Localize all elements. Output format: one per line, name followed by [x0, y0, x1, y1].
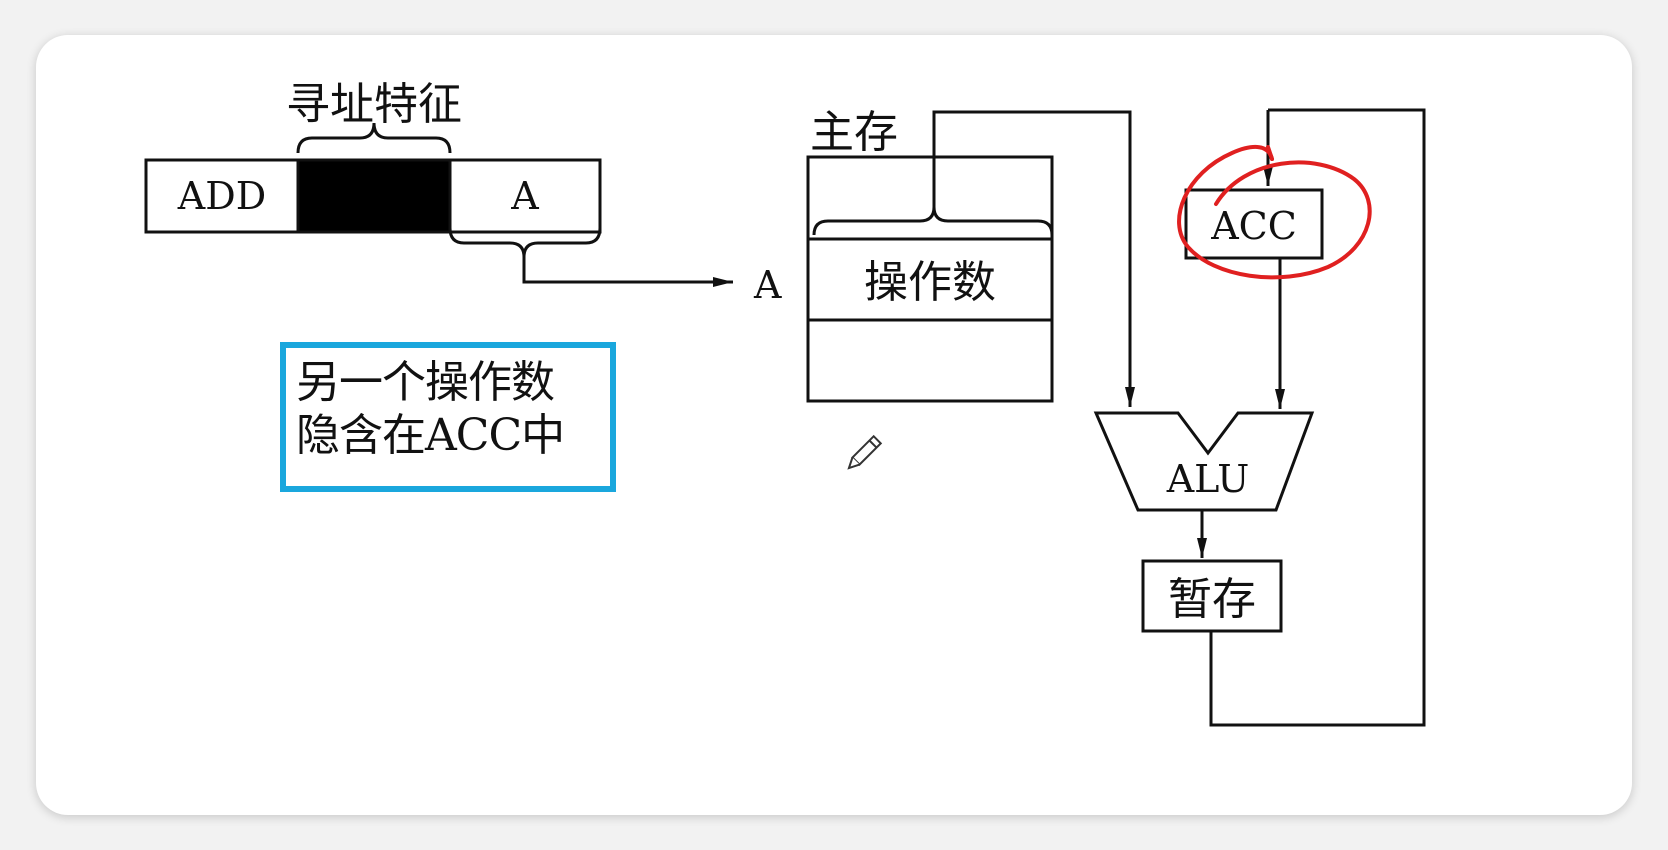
memory-brace — [812, 206, 1054, 236]
opcode-label: ADD — [177, 174, 266, 218]
temp-label: 暂存 — [1168, 574, 1256, 625]
slide-card: ADD A 寻址特征 A 主存 操作数 ACC ALU 暂存 — [36, 35, 1632, 815]
addressing-brace — [296, 122, 452, 154]
memory-box — [806, 155, 1054, 403]
pencil-icon — [847, 434, 883, 470]
alu-label: ALU — [1166, 457, 1250, 501]
cpu-datapath — [1093, 108, 1426, 727]
main-memory — [806, 110, 1135, 407]
instruction-format — [144, 122, 733, 287]
note-line-1: 另一个操作数 — [296, 357, 555, 408]
acc-highlight-circle — [1177, 145, 1372, 280]
implicit-addressing-diagram: ADD A 寻址特征 A 主存 操作数 ACC ALU 暂存 — [144, 79, 1426, 727]
red-circle-stroke — [1177, 145, 1372, 280]
temp-register — [1141, 559, 1283, 633]
alu-unit — [1093, 411, 1315, 512]
addressing-mode-field — [296, 158, 452, 234]
memory-to-alu-line — [932, 110, 1135, 407]
red-circle-tail — [1266, 145, 1274, 161]
memory-address-label: A — [753, 263, 782, 307]
feedback-line — [1209, 108, 1426, 727]
operand-cell-label: 操作数 — [864, 257, 996, 308]
acc-label: ACC — [1210, 204, 1297, 248]
note-line-2: 隐含在ACC中 — [296, 410, 565, 461]
note-box: 另一个操作数 隐含在ACC中 — [280, 342, 616, 492]
memory-title: 主存 — [810, 107, 898, 158]
acc-register — [1184, 188, 1324, 260]
address-field — [448, 158, 602, 234]
addressing-mode-label: 寻址特征 — [286, 79, 462, 130]
address-arrow — [522, 257, 733, 287]
address-field-label: A — [510, 174, 539, 218]
